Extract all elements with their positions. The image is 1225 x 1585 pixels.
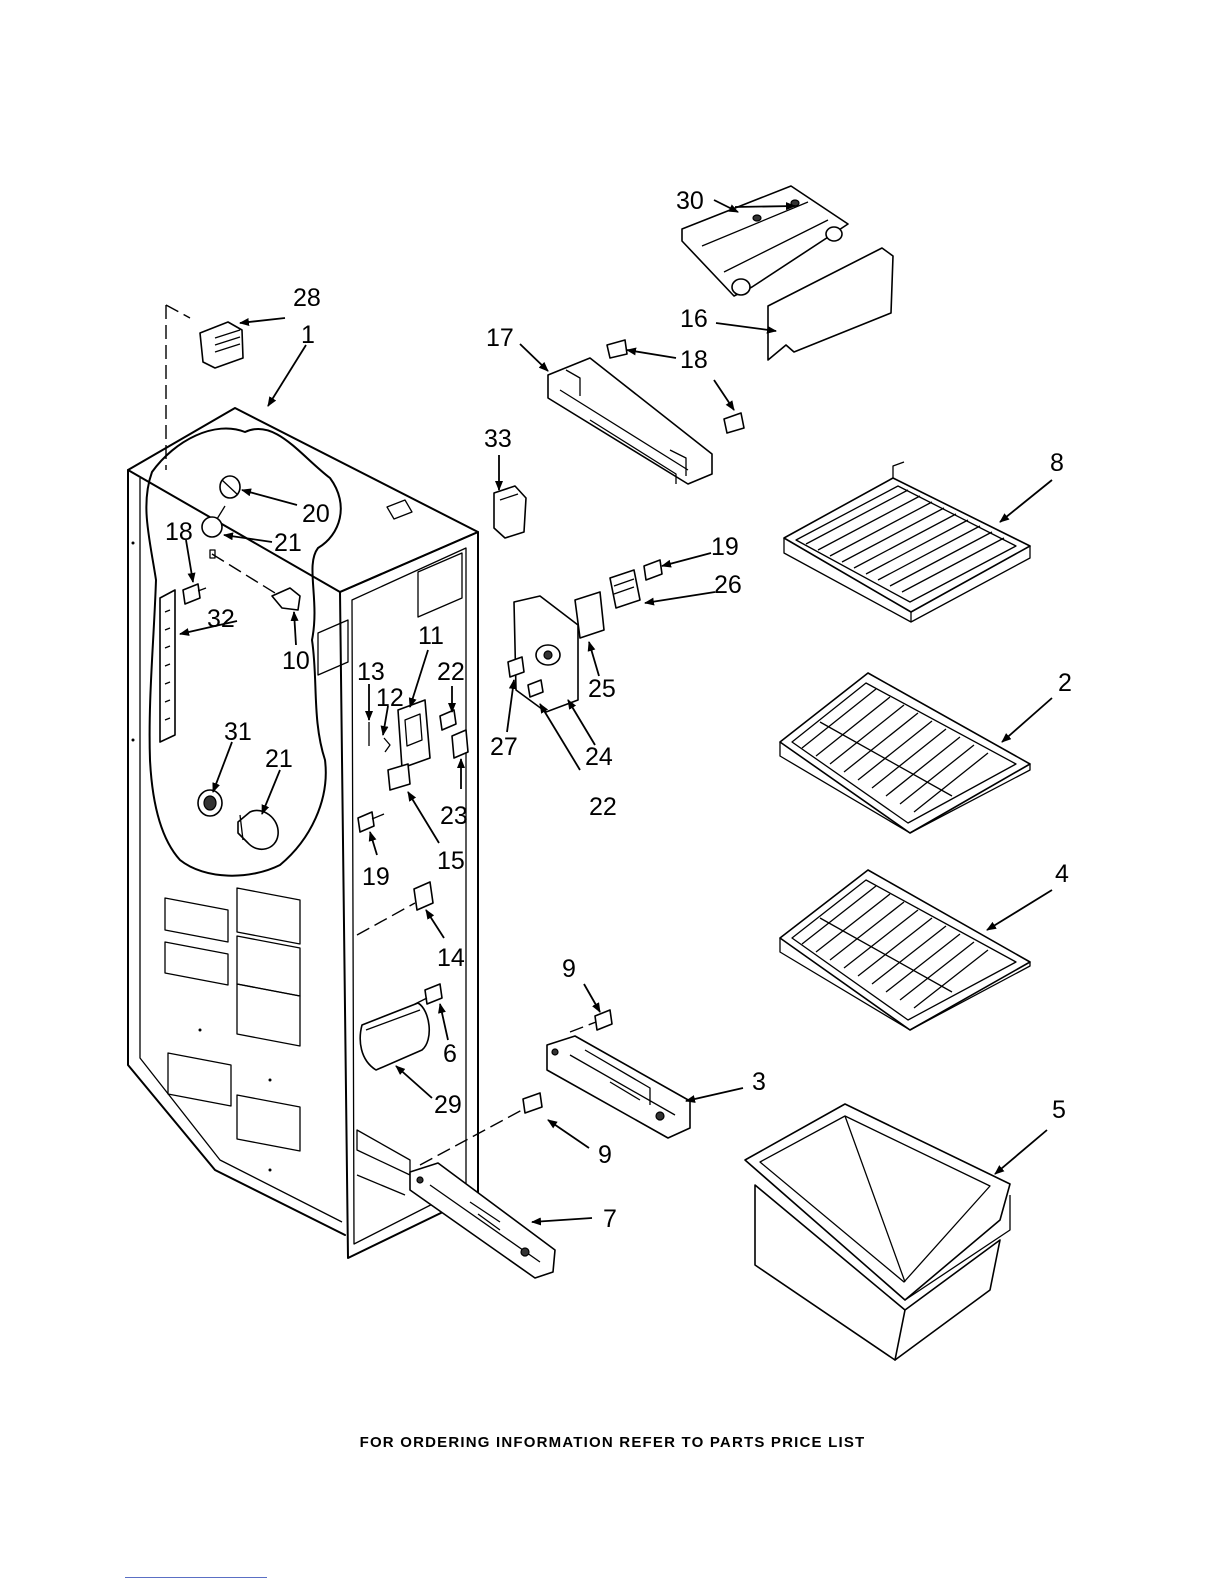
part-25-bracket [575,592,604,638]
part-12-spring [384,738,390,752]
callout-19-right: 19 [711,533,739,561]
part-33-clip [494,486,526,538]
callout-16: 16 [680,305,708,333]
callout-29: 29 [434,1091,462,1119]
part-18-screw-top [607,340,627,358]
part-6-screw [415,984,442,1004]
part-15-board [388,764,410,790]
part-4-wire-shelf [780,870,1030,1030]
part-2-wire-shelf [780,673,1030,833]
callout-22-upper: 22 [437,658,465,686]
part-21-bulb-lower [238,810,278,849]
footer-note: FOR ORDERING INFORMATION REFER TO PARTS … [0,1434,1225,1451]
callout-2: 2 [1058,669,1072,697]
part-5-crisper-bin [745,1104,1010,1360]
part-9-screw-upper [595,1010,612,1030]
callout-33: 33 [484,425,512,453]
part-28-light-cover [200,322,243,368]
callout-18-top: 18 [680,346,708,374]
part-22-screw-upper [440,710,456,730]
part-3-rail [547,1036,690,1138]
part-18-screw-right [724,413,744,433]
callout-6: 6 [443,1040,457,1068]
part-control-housing [514,596,578,712]
callout-20: 20 [302,500,330,528]
callout-23: 23 [440,802,468,830]
part-10-clip [272,588,300,610]
callout-28: 28 [293,284,321,312]
part-19-screw-right [644,560,662,580]
part-21-bulb-upper [202,506,225,537]
part-31-socket [198,790,222,816]
callout-21-lower: 21 [265,745,293,773]
bottom-rule [125,1577,267,1578]
part-8-glass-shelf [784,462,1030,622]
callout-22-lower: 22 [589,793,617,821]
callout-13: 13 [357,658,385,686]
callout-8: 8 [1050,449,1064,477]
part-32-rail [160,590,175,742]
part-7-rail [410,1163,555,1278]
part-29-damper [360,1003,429,1070]
callout-5: 5 [1052,1096,1066,1124]
part-19-screw-lower [358,812,384,832]
callout-9-upper: 9 [562,955,576,983]
callout-21-upper: 21 [274,529,302,557]
callout-31: 31 [224,718,252,746]
callout-11: 11 [418,622,444,650]
part-26-board [610,570,640,608]
callout-18-left: 18 [165,518,193,546]
callout-9-lower: 9 [598,1141,612,1169]
callout-1: 1 [301,321,315,349]
callout-24: 24 [585,743,613,771]
callout-26: 26 [714,571,742,599]
callout-25: 25 [588,675,616,703]
part-9-screw-lower [523,1093,542,1113]
callout-30: 30 [676,187,704,215]
part-17-cover [548,358,712,484]
callout-4: 4 [1055,860,1069,888]
callout-15: 15 [437,847,465,875]
callout-10: 10 [282,647,310,675]
part-20-socket [220,476,240,498]
callout-12: 12 [376,684,404,712]
callout-3: 3 [752,1068,766,1096]
part-14-clip [414,882,433,910]
callout-19-left: 19 [362,863,390,891]
callout-14: 14 [437,944,465,972]
callout-7: 7 [603,1205,617,1233]
part-18-screw-left [183,584,206,604]
part-23-bracket [452,730,468,758]
callout-17: 17 [486,324,514,352]
callout-32: 32 [207,605,235,633]
callout-27: 27 [490,733,518,761]
